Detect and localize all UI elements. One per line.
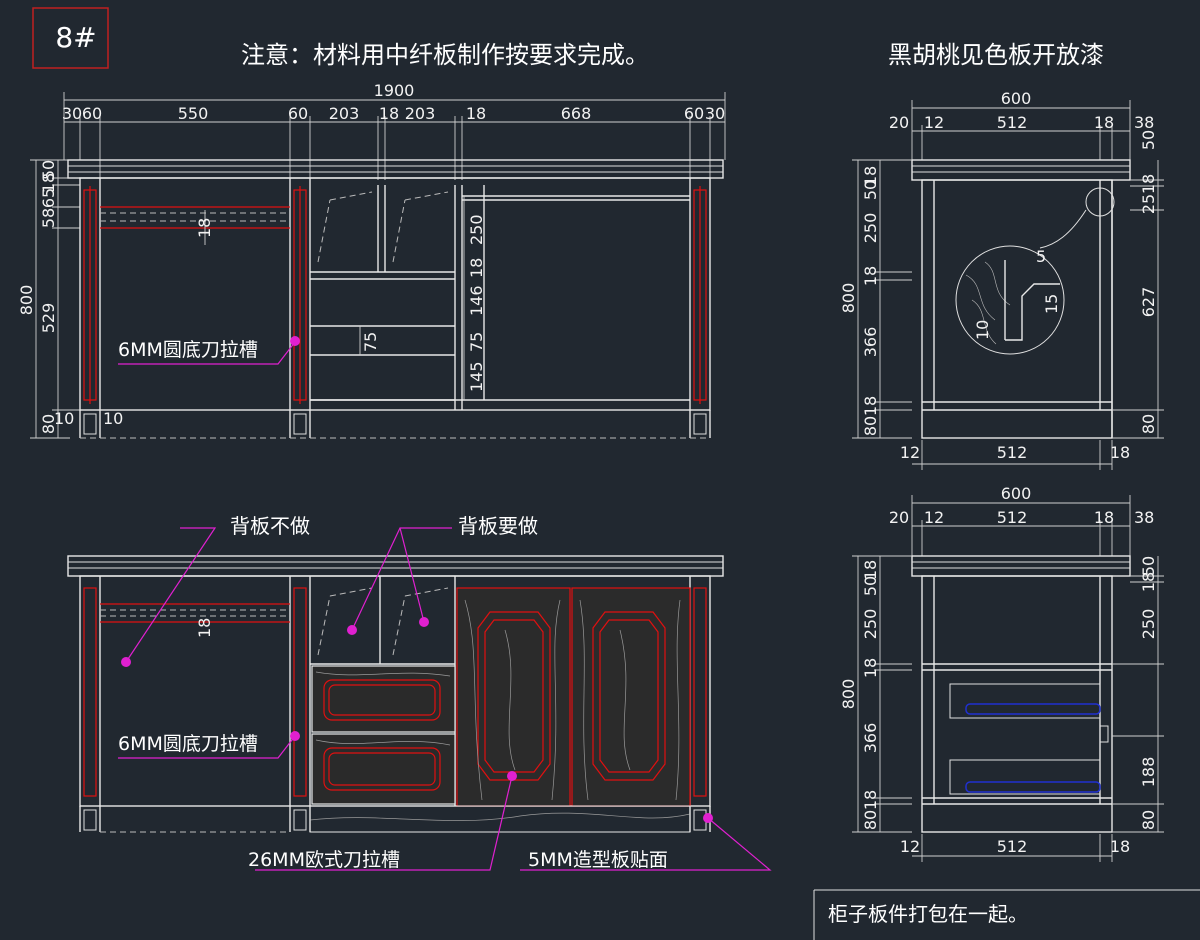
side2-dim-18: 18 xyxy=(1094,508,1114,527)
side-view-bottom: 600 20 12 512 18 38 800 18 50 xyxy=(839,484,1164,862)
dim-50: 50 xyxy=(39,160,58,180)
material-note: 注意：材料用中纤板制作按要求完成。 xyxy=(241,41,649,69)
side2-dim-800: 800 xyxy=(839,679,858,710)
side1-dim-b18: 18 xyxy=(1110,443,1130,462)
side2-dim-r18: 18 xyxy=(1139,572,1158,592)
side1-dim-38: 38 xyxy=(1134,113,1154,132)
dim-18d: 18 xyxy=(467,258,486,278)
label-panel: 5MM造型板贴面 xyxy=(528,849,668,871)
side1-dim-r25: 25 xyxy=(1139,194,1158,214)
dim-65: 65 xyxy=(39,188,58,208)
side1-dim-18: 18 xyxy=(1094,113,1114,132)
dim-60b: 60 xyxy=(288,104,308,123)
side2-dim-366: 366 xyxy=(861,723,880,754)
side1-dim-80: 80 xyxy=(861,416,880,436)
dim-146: 146 xyxy=(467,285,486,316)
dim-tray-18: 18 xyxy=(195,218,214,238)
side1-dim-250: 250 xyxy=(861,213,880,244)
dim-height-total: 800 xyxy=(17,285,36,316)
dim-width-total: 1900 xyxy=(374,81,415,100)
front-view: 1900 30 60 550 60 203 18 203 18 668 60 3… xyxy=(17,81,726,439)
dim-60: 60 xyxy=(82,104,102,123)
side2-dim-b18: 18 xyxy=(1110,837,1130,856)
side1-dim-r50: 50 xyxy=(1139,130,1158,150)
label-back-yes: 背板要做 xyxy=(458,514,538,538)
dim-75: 75 xyxy=(467,332,486,352)
label-back-none: 背板不做 xyxy=(230,514,310,538)
finish-note: 黑胡桃见色板开放漆 xyxy=(888,41,1104,69)
side1-dim-18c: 18 xyxy=(861,396,880,416)
detail-dim-5: 5 xyxy=(1036,247,1046,266)
side1-dim-18a: 18 xyxy=(861,166,880,186)
side2-dim-r50: 50 xyxy=(1139,556,1158,576)
dim-203: 203 xyxy=(329,104,360,123)
side1-dim-20: 20 xyxy=(889,113,909,132)
side1-dim-512: 512 xyxy=(997,113,1028,132)
side1-dim-800: 800 xyxy=(839,283,858,314)
side-view-top: 600 20 12 512 18 38 5 15 10 xyxy=(839,89,1164,470)
side2-dim-80: 80 xyxy=(861,810,880,830)
side2-dim-18c: 18 xyxy=(861,790,880,810)
label-euro-groove: 26MM欧式刀拉槽 xyxy=(248,849,400,871)
dim-80: 80 xyxy=(39,414,58,434)
detail-dim-10: 10 xyxy=(973,320,992,340)
groove-label-back: 6MM圆底刀拉槽 xyxy=(118,733,258,755)
detail-dim-15: 15 xyxy=(1042,294,1061,314)
side2-dim-12: 12 xyxy=(924,508,944,527)
side2-dim-b12: 12 xyxy=(900,837,920,856)
dim-203b: 203 xyxy=(405,104,436,123)
dim-18: 18 xyxy=(379,104,399,123)
side2-dim-r188: 188 xyxy=(1139,757,1158,788)
dim-58: 58 xyxy=(39,208,58,228)
side2-dim-18a: 18 xyxy=(861,560,880,580)
side1-dim-r18: 18 xyxy=(1139,174,1158,194)
side2-dim-18b: 18 xyxy=(861,658,880,678)
side2-dim-600: 600 xyxy=(1001,484,1032,503)
side1-dim-600: 600 xyxy=(1001,89,1032,108)
dim-18c: 18 xyxy=(39,173,58,193)
dim-529: 529 xyxy=(39,303,58,334)
side2-dim-38: 38 xyxy=(1134,508,1154,527)
dim-18b: 18 xyxy=(466,104,486,123)
dim-10a: 10 xyxy=(54,409,74,428)
sheet-number: 8# xyxy=(55,21,96,54)
side1-dim-b512: 512 xyxy=(997,443,1028,462)
side2-dim-512: 512 xyxy=(997,508,1028,527)
dim-145: 145 xyxy=(467,361,486,392)
side1-dim-50: 50 xyxy=(861,180,880,200)
dim-668: 668 xyxy=(561,104,592,123)
side1-dim-r627: 627 xyxy=(1139,287,1158,318)
side2-dim-250: 250 xyxy=(861,609,880,640)
side2-dim-r250: 250 xyxy=(1139,609,1158,640)
side2-dim-20: 20 xyxy=(889,508,909,527)
side1-dim-r80: 80 xyxy=(1139,414,1158,434)
packing-note: 柜子板件打包在一起。 xyxy=(828,902,1028,926)
dim-10b: 10 xyxy=(103,409,123,428)
side2-dim-r80: 80 xyxy=(1139,810,1158,830)
dim-550: 550 xyxy=(178,104,209,123)
back-view: 18 xyxy=(67,514,772,871)
dim-60c: 60 xyxy=(684,104,704,123)
side2-dim-50: 50 xyxy=(861,576,880,596)
dim-250: 250 xyxy=(467,214,486,245)
side2-dim-b512: 512 xyxy=(997,837,1028,856)
dim-tray-18-back: 18 xyxy=(195,618,214,638)
side1-dim-12: 12 xyxy=(924,113,944,132)
side1-dim-18b: 18 xyxy=(861,266,880,286)
side1-dim-366: 366 xyxy=(861,327,880,358)
side1-dim-b12: 12 xyxy=(900,443,920,462)
groove-label-front: 6MM圆底刀拉槽 xyxy=(118,339,258,361)
dim-30: 30 xyxy=(62,104,82,123)
sheet-number-box xyxy=(32,7,109,69)
dim-75b: 75 xyxy=(361,332,380,352)
dim-30b: 30 xyxy=(705,104,725,123)
